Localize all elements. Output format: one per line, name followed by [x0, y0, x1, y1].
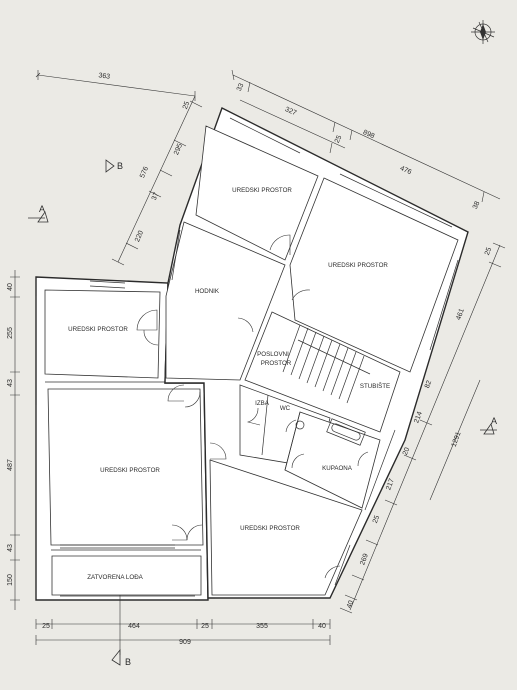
dim-r-20: 20 — [402, 447, 411, 457]
room-label-loda: ZATVORENA LOĐA — [87, 574, 143, 581]
dimension-lines — [10, 69, 506, 645]
dim-r-82: 82 — [424, 380, 433, 390]
main-wing — [164, 107, 469, 599]
room-label-left-upper: UREDSKI PROSTOR — [68, 326, 128, 333]
dim-b-25: 25 — [42, 623, 50, 630]
room-label-izba: IZBA — [255, 400, 270, 407]
dim-476: 476 — [399, 165, 413, 176]
dim-b-909: 909 — [179, 639, 191, 646]
dim-576: 576 — [139, 166, 150, 180]
room-label-kupaona: KUPAONA — [322, 465, 353, 472]
room-label-wc: WC — [280, 405, 291, 412]
dim-l-40: 40 — [7, 283, 14, 291]
dim-b-25b: 25 — [201, 623, 209, 630]
dim-37: 37 — [151, 191, 160, 201]
dim-r-1291: 1291 — [451, 431, 463, 448]
door-swings — [136, 234, 369, 579]
section-lines — [28, 159, 497, 666]
dim-top-38: 38 — [472, 200, 482, 210]
dim-l-255: 255 — [7, 327, 14, 339]
dim-l-43: 43 — [7, 379, 14, 387]
room-label-poslovni-2: PROSTOR — [261, 360, 292, 367]
section-mark-b-top: B — [117, 161, 123, 171]
dim-r-461: 461 — [455, 308, 466, 321]
dim-b-355: 355 — [256, 623, 268, 630]
dim-top-25: 25 — [182, 101, 191, 111]
room-label-lower-right: UREDSKI PROSTOR — [240, 525, 300, 532]
dim-327: 327 — [284, 106, 298, 117]
dim-898: 898 — [362, 129, 376, 140]
dim-r-214: 214 — [413, 411, 424, 424]
room-label-hodnik: HODNIK — [195, 288, 220, 295]
dim-l-150: 150 — [7, 574, 14, 586]
dim-l-487: 487 — [7, 459, 14, 471]
dim-r-25: 25 — [484, 247, 493, 257]
north-arrow-icon — [471, 20, 495, 44]
dim-l-43b: 43 — [7, 544, 14, 552]
dim-top-33: 33 — [236, 82, 246, 92]
dim-r-269: 269 — [359, 553, 370, 566]
section-mark-a-left: A — [39, 204, 45, 214]
section-mark-b-bottom: B — [125, 657, 131, 667]
left-wing — [35, 276, 209, 601]
room-label-poslovni-1: POSLOVNI — [257, 351, 289, 358]
room-label-upper-left: UREDSKI PROSTOR — [232, 187, 292, 194]
room-label-stubiste: STUBIŠTE — [360, 383, 390, 390]
dim-top-25b: 25 — [334, 134, 344, 144]
dim-220: 220 — [134, 230, 145, 244]
room-label-left-lower: UREDSKI PROSTOR — [100, 467, 160, 474]
dim-r-217: 217 — [385, 478, 396, 491]
dim-295: 295 — [173, 143, 184, 157]
dim-b-40: 40 — [318, 623, 326, 630]
dim-r-25b: 25 — [372, 515, 381, 525]
dim-363: 363 — [98, 72, 111, 80]
section-mark-a-right: A — [491, 416, 497, 426]
dim-r-40: 40 — [346, 600, 355, 610]
room-label-upper-right: UREDSKI PROSTOR — [328, 262, 388, 269]
dim-b-464: 464 — [128, 623, 140, 630]
